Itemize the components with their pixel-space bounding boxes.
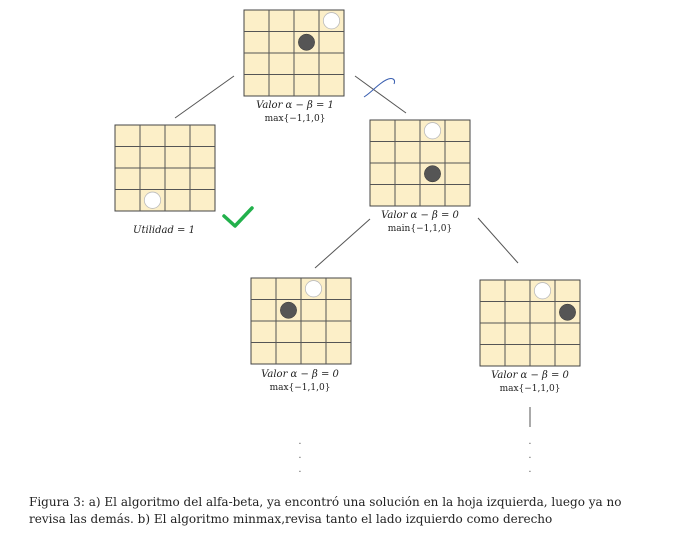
ll-expr-label: max{−1,1,0} <box>270 383 331 393</box>
edge-right-ll <box>314 218 371 269</box>
black-piece <box>298 33 315 51</box>
caption-line-1: Figura 3: a) El algoritmo del alfa-beta,… <box>29 495 622 509</box>
board-right <box>369 119 471 207</box>
right-value-label: Valor α − β = 0 <box>381 210 459 221</box>
figure-caption: Figura 3: a) El algoritmo del alfa-beta,… <box>29 494 659 528</box>
black-piece <box>424 165 441 183</box>
check-icon <box>222 206 254 228</box>
edge-root-left <box>174 75 235 119</box>
white-piece <box>423 122 442 140</box>
left-utility-label: Utilidad = 1 <box>133 225 195 236</box>
game-tree-diagram: Valor α − β = 1 max{−1,1,0} Utilidad = 1… <box>114 9 581 478</box>
caption-line-2: revisa las demás. b) El algoritmo minmax… <box>29 512 553 526</box>
edge-right-lr <box>477 217 519 264</box>
ll-ellipsis-dot-1: · <box>298 439 301 450</box>
black-piece <box>559 303 576 321</box>
white-piece <box>322 12 341 30</box>
root-value-label: Valor α − β = 1 <box>256 100 334 111</box>
board-left-left <box>250 277 352 365</box>
lr-ellipsis-dot-2: · <box>528 453 531 464</box>
white-piece <box>143 191 162 209</box>
lr-ellipsis-dot-1: · <box>528 439 531 450</box>
lr-value-label: Valor α − β = 0 <box>491 370 569 381</box>
lr-ellipsis-dot-3: · <box>528 467 531 478</box>
white-piece <box>304 280 323 298</box>
black-piece <box>280 301 297 319</box>
ll-value-label: Valor α − β = 0 <box>261 369 339 380</box>
root-expr-label: max{−1,1,0} <box>265 114 326 124</box>
board-left <box>114 124 216 212</box>
board-root <box>243 9 345 97</box>
lr-expr-label: max{−1,1,0} <box>500 384 561 394</box>
right-expr-label: main{−1,1,0} <box>388 224 452 234</box>
ll-ellipsis-dot-2: · <box>298 453 301 464</box>
edge-root-right <box>354 75 407 114</box>
prune-mark-icon <box>363 78 395 98</box>
board-left-right <box>479 279 581 367</box>
ll-ellipsis-dot-3: · <box>298 467 301 478</box>
white-piece <box>533 282 552 300</box>
